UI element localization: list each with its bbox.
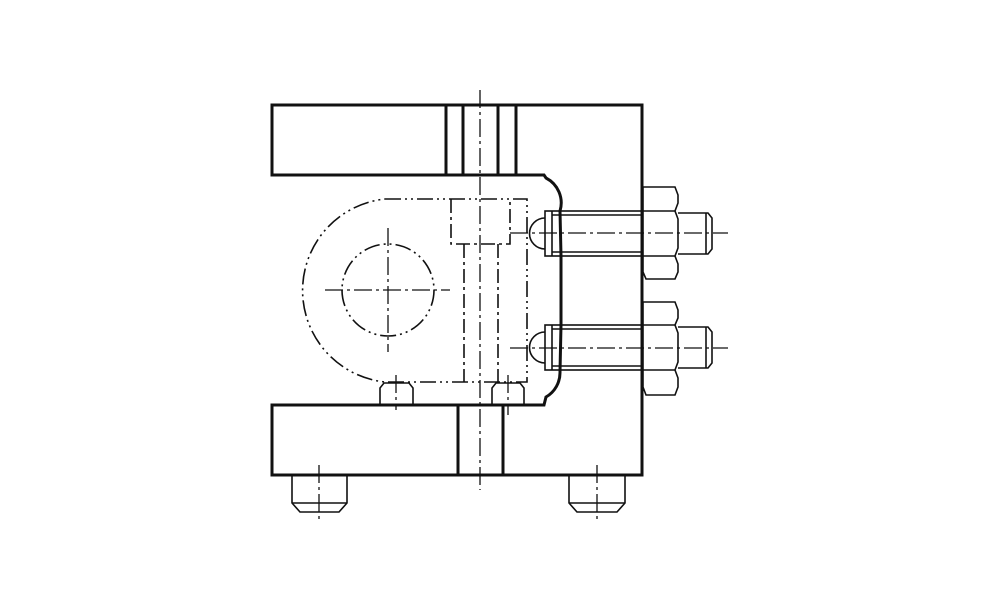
bushing: [444, 103, 518, 177]
center-lines: [318, 90, 728, 520]
top-plate: [270, 103, 448, 177]
hex-nut-lower: [642, 301, 713, 396]
clamp-block: [501, 103, 644, 477]
bottom-plate: [270, 403, 460, 477]
